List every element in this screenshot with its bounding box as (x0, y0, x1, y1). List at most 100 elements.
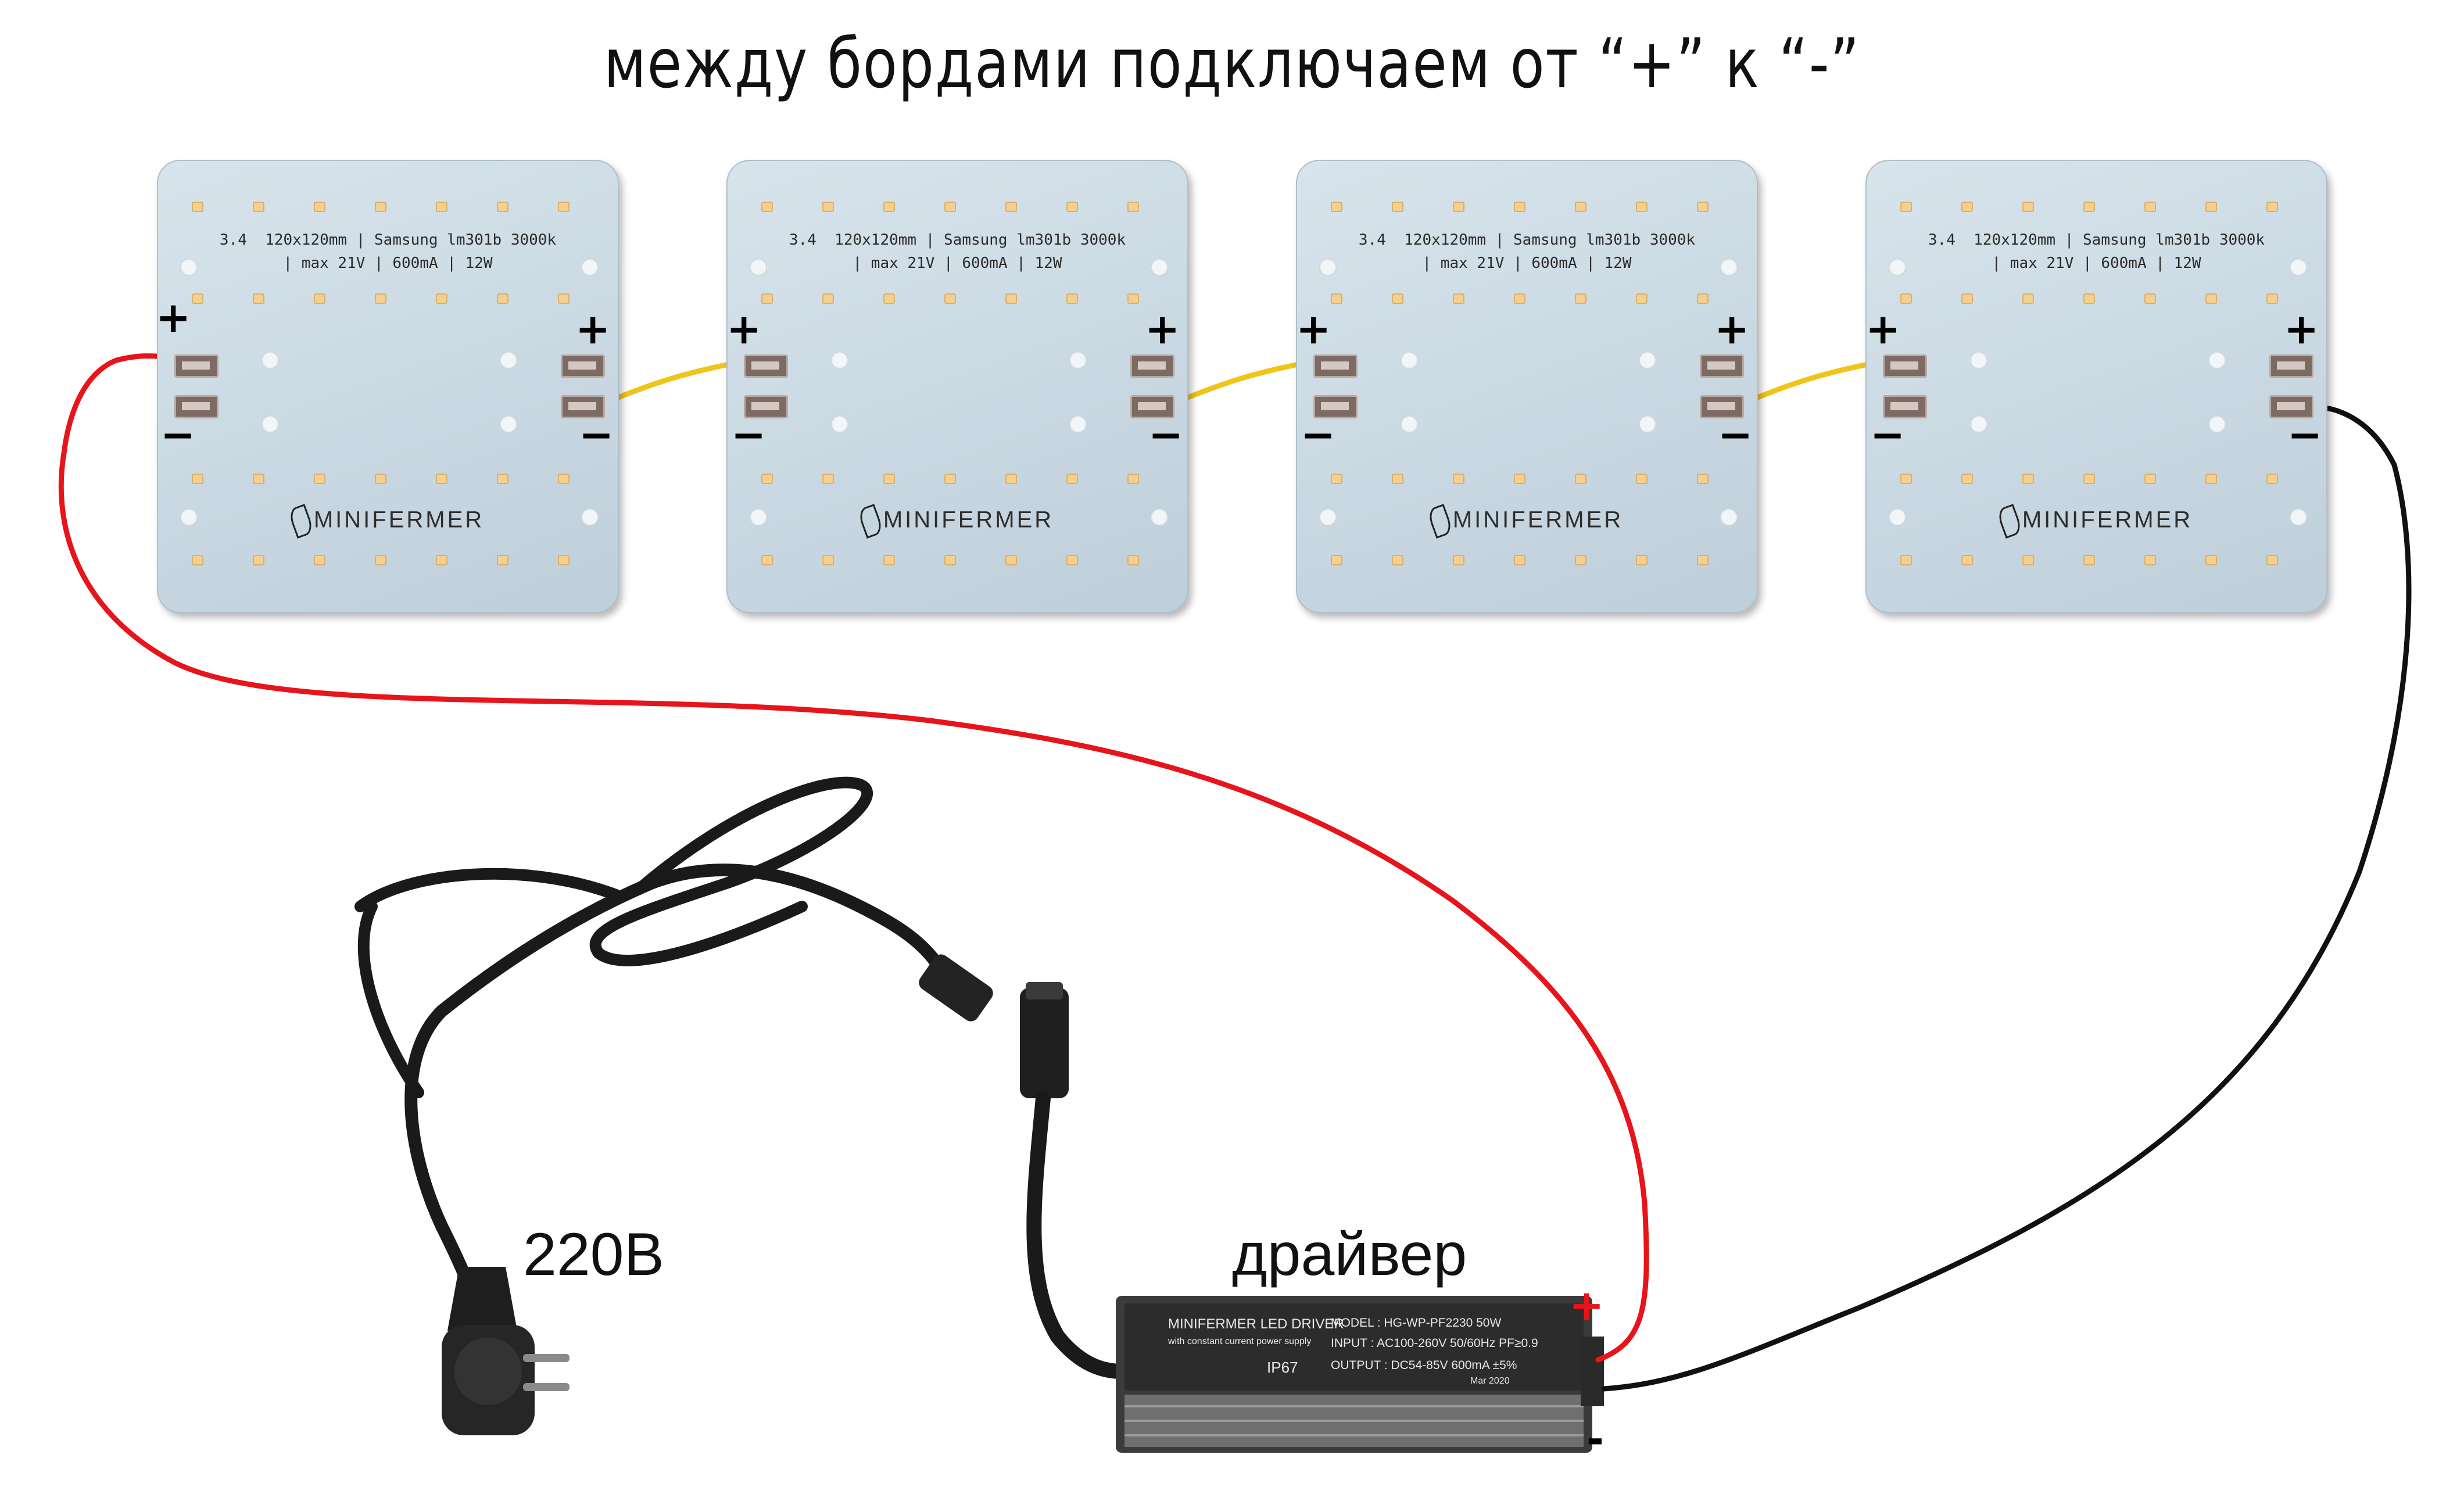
led-chip (2022, 202, 2034, 212)
terminal-connector (744, 354, 788, 378)
terminal-connector (561, 354, 605, 378)
led-chip (1575, 202, 1586, 212)
led-chip (2266, 293, 2278, 304)
led-chip (1636, 474, 1648, 484)
led-driver (1116, 1296, 1604, 1453)
terminal-connector (1130, 354, 1174, 378)
driver-model: MODEL : HG-WP-PF2230 50W (1331, 1316, 1502, 1330)
led-chip (1636, 293, 1648, 304)
mounting-hole (262, 352, 279, 369)
led-chip (375, 202, 386, 212)
led-chip (944, 202, 956, 212)
mounting-hole (500, 352, 517, 369)
led-chip (1066, 202, 1078, 212)
led-chip (1697, 293, 1709, 304)
led-chip (1066, 474, 1078, 484)
led-chip (761, 555, 773, 565)
led-chip (1900, 202, 1912, 212)
led-chip (1331, 202, 1342, 212)
led-chip (558, 474, 570, 484)
mounting-hole (1970, 352, 1987, 369)
led-chip (822, 293, 834, 304)
leaf-logo-icon (286, 504, 315, 539)
led-chip (436, 474, 447, 484)
power-cord (404, 864, 959, 1337)
mounting-hole (831, 415, 848, 433)
led-chip (2022, 293, 2034, 304)
mounting-hole (1319, 508, 1337, 526)
mounting-hole (1151, 259, 1168, 276)
led-chip (2266, 474, 2278, 484)
led-chip (1961, 474, 1973, 484)
led-chip (761, 474, 773, 484)
board-1-left-minus: − (160, 410, 196, 459)
mounting-hole (1639, 352, 1656, 369)
leaf-logo-icon (856, 504, 884, 539)
led-chip (1331, 293, 1342, 304)
led-chip (883, 555, 895, 565)
power-cord-loop (589, 776, 873, 966)
led-chip (2083, 474, 2095, 484)
led-chip (314, 293, 325, 304)
mounting-hole (1319, 259, 1337, 276)
led-chip (192, 555, 203, 565)
driver-output: OUTPUT : DC54-85V 600mA ±5% (1331, 1359, 1517, 1372)
leaf-logo-icon (1426, 504, 1454, 539)
led-board: 3.4 120x120mm | Samsung lm301b 3000k | m… (1296, 160, 1758, 613)
led-chip (375, 555, 386, 565)
mounting-hole (581, 508, 599, 526)
mounting-hole (180, 259, 198, 276)
terminal-connector (561, 395, 605, 418)
waterproof-connector-female (919, 954, 993, 1022)
led-chip (1514, 555, 1525, 565)
led-chip (761, 202, 773, 212)
mounting-hole (500, 415, 517, 433)
led-chip (1575, 293, 1586, 304)
terminal-connector (174, 354, 219, 378)
led-chip (1453, 293, 1464, 304)
led-chip (822, 202, 834, 212)
led-chip (2205, 202, 2217, 212)
board-brand: MINIFERMER (1865, 504, 2327, 539)
led-chip (2083, 293, 2095, 304)
led-chip (1392, 293, 1403, 304)
led-chip (192, 202, 203, 212)
led-chip (1127, 202, 1139, 212)
board-spec: 3.4 120x120mm | Samsung lm301b 3000k | m… (1358, 231, 1696, 272)
led-chip (1127, 474, 1139, 484)
led-chip (558, 293, 570, 304)
board-spec: 3.4 120x120mm | Samsung lm301b 3000k | m… (1928, 231, 2265, 272)
driver-plus-label: + (1569, 1281, 1605, 1330)
terminal-connector (174, 395, 219, 418)
mounting-hole (1401, 415, 1418, 433)
mounting-hole (1889, 508, 1906, 526)
led-chip (497, 293, 508, 304)
leaf-logo-icon (1995, 504, 2024, 539)
led-chip (375, 293, 386, 304)
led-chip (1005, 474, 1017, 484)
led-chip (1636, 555, 1648, 565)
led-chip (1900, 555, 1912, 565)
led-chip (314, 202, 325, 212)
led-chip (436, 293, 447, 304)
mains-voltage-label: 220В (523, 1221, 664, 1288)
board-1-right-plus: + (575, 304, 611, 353)
led-chip (1697, 474, 1709, 484)
led-chip (1331, 474, 1342, 484)
driver-brand: MINIFERMER LED DRIVER (1168, 1316, 1344, 1332)
led-chip (497, 202, 508, 212)
led-board: 3.4 120x120mm | Samsung lm301b 3000k | m… (157, 160, 619, 613)
led-chip (497, 555, 508, 565)
terminal-connector (1700, 395, 1744, 418)
terminal-connector (1883, 354, 1927, 378)
mounting-hole (1970, 415, 1987, 433)
terminal-connector (744, 395, 788, 418)
led-chip (1392, 474, 1403, 484)
led-chip (2144, 474, 2156, 484)
led-chip (2266, 202, 2278, 212)
led-chip (883, 202, 895, 212)
led-chip (1066, 293, 1078, 304)
board-3-left-minus: − (1301, 410, 1336, 459)
board-2-right-minus: − (1148, 410, 1184, 459)
mounting-hole (180, 508, 198, 526)
